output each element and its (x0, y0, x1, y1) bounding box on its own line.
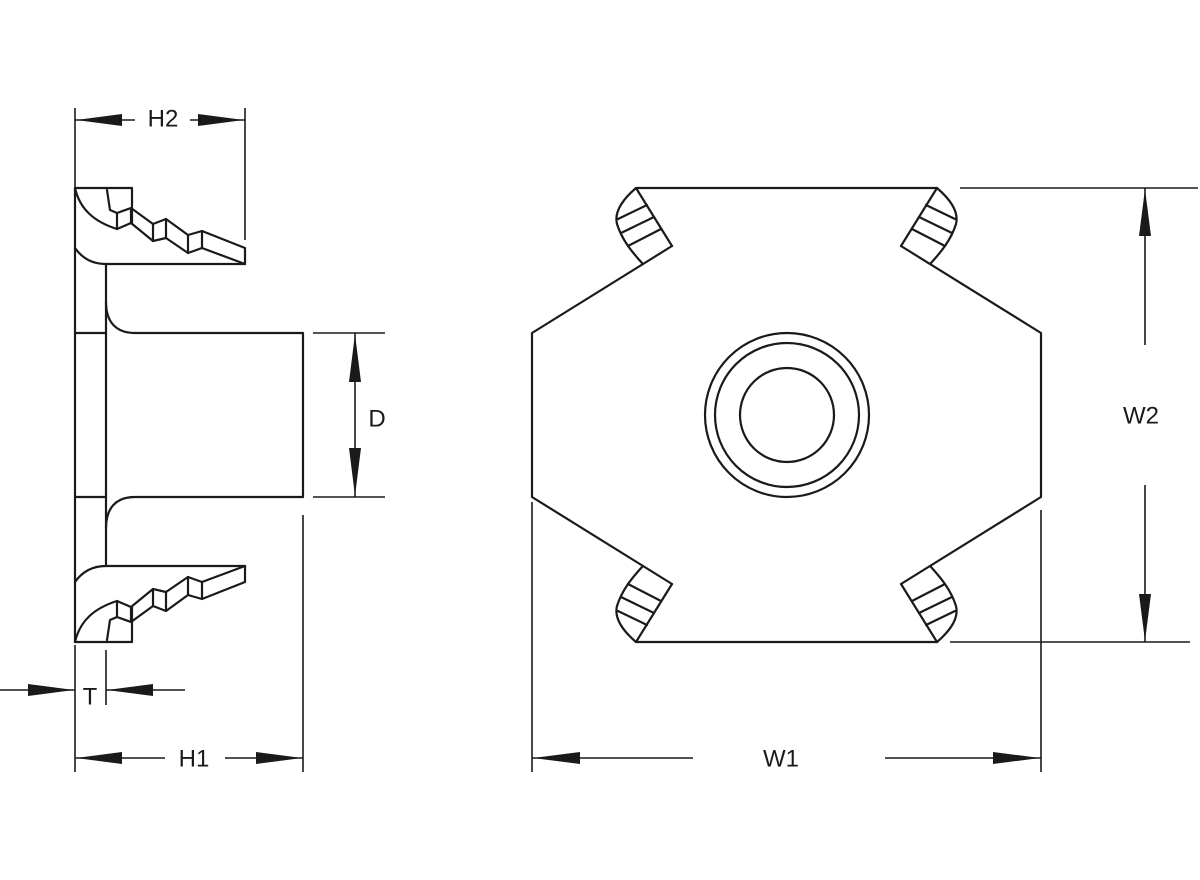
top-prong (73, 186, 247, 266)
dimension-w2: W2 (950, 187, 1198, 643)
label-d: D (368, 405, 385, 432)
label-w1: W1 (763, 745, 799, 772)
dimension-h1: H1 (75, 515, 304, 772)
thread-hole (738, 366, 836, 464)
dimension-t: T (0, 645, 185, 772)
side-view (73, 186, 305, 644)
dimension-w1: W1 (531, 502, 1042, 772)
front-view (530, 186, 1043, 644)
bottom-prong (73, 564, 247, 644)
label-w2: W2 (1123, 402, 1159, 429)
label-t: T (83, 683, 98, 710)
label-h2: H2 (148, 105, 179, 132)
label-h1: H1 (179, 745, 210, 772)
dimension-d: D (313, 332, 386, 498)
barrel-circle (713, 341, 861, 489)
dimension-h2: H2 (74, 105, 246, 240)
flange-circle (703, 331, 871, 499)
